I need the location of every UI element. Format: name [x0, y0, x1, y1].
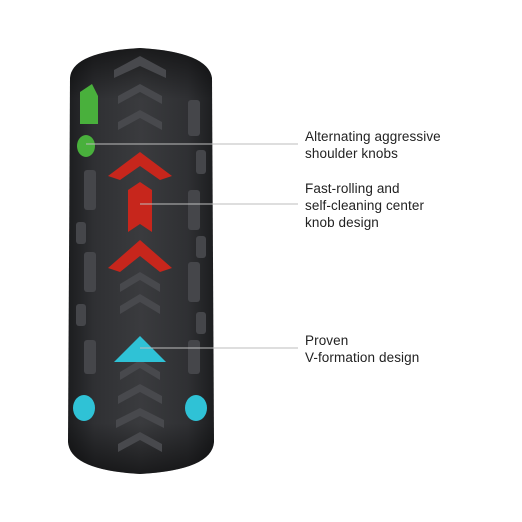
tire-body — [68, 48, 214, 474]
callout-line: self-cleaning center — [305, 198, 425, 213]
callout-v-formation: Proven V-formation design — [305, 332, 419, 366]
leader-lines — [86, 143, 298, 349]
center-tread-chevrons — [114, 56, 166, 452]
center-knobs-highlight — [108, 152, 172, 272]
callout-line: V-formation design — [305, 350, 420, 365]
callout-line: knob design — [305, 215, 379, 230]
callout-shoulder-knobs: Alternating aggressive shoulder knobs — [305, 128, 441, 162]
callout-line: Alternating aggressive — [305, 129, 441, 144]
callout-line: Fast-rolling and — [305, 181, 400, 196]
callout-line: Proven — [305, 333, 349, 348]
shoulder-knobs-highlight — [77, 84, 98, 157]
callout-line: shoulder knobs — [305, 146, 398, 161]
v-formation-highlight — [73, 336, 207, 421]
callout-center-knobs: Fast-rolling and self-cleaning center kn… — [305, 180, 424, 231]
